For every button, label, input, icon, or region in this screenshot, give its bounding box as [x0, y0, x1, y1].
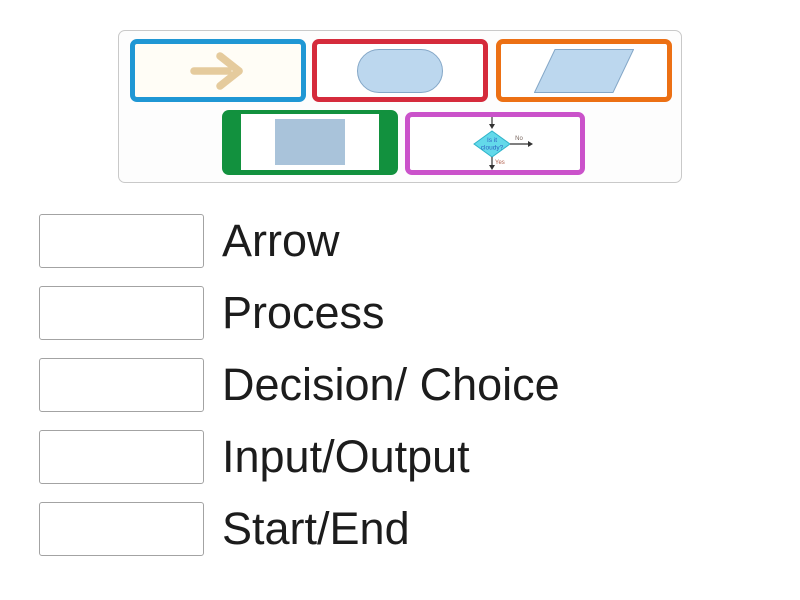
card-start-end-shape[interactable]: [312, 39, 488, 102]
parallelogram-shape: [534, 48, 634, 93]
decision-flowchart-icon: Is it cloudy? No Yes: [473, 116, 533, 170]
answer-drop-zone-input-output[interactable]: [39, 430, 204, 484]
card-process-shape[interactable]: [222, 110, 398, 175]
answer-label-start-end: Start/End: [222, 503, 410, 554]
answer-row: Start/End: [39, 502, 560, 556]
no-branch-label: No: [515, 136, 523, 142]
rectangle-shape: [275, 119, 345, 165]
card-decision-shape[interactable]: Is it cloudy? No Yes: [405, 112, 585, 175]
stadium-shape: [357, 48, 443, 93]
answer-row: Decision/ Choice: [39, 358, 560, 412]
process-card-inner: [241, 114, 379, 170]
card-arrow-shape[interactable]: [130, 39, 306, 102]
answer-drop-zone-process[interactable]: [39, 286, 204, 340]
shape-cards-panel: Is it cloudy? No Yes: [118, 30, 682, 183]
answer-list: Arrow Process Decision/ Choice Input/Out…: [39, 214, 560, 574]
answer-drop-zone-decision[interactable]: [39, 358, 204, 412]
answer-label-decision: Decision/ Choice: [222, 359, 560, 410]
answer-row: Process: [39, 286, 560, 340]
yes-branch-label: Yes: [495, 160, 505, 166]
answer-label-input-output: Input/Output: [222, 431, 470, 482]
diamond-question-line1: Is it: [487, 137, 497, 144]
card-input-output-shape[interactable]: [496, 39, 672, 102]
answer-drop-zone-start-end[interactable]: [39, 502, 204, 556]
diamond-question-line2: cloudy?: [481, 144, 504, 151]
answer-row: Input/Output: [39, 430, 560, 484]
answer-label-process: Process: [222, 287, 385, 338]
answer-row: Arrow: [39, 214, 560, 268]
arrow-icon: [190, 51, 243, 90]
answer-drop-zone-arrow[interactable]: [39, 214, 204, 268]
answer-label-arrow: Arrow: [222, 215, 340, 266]
